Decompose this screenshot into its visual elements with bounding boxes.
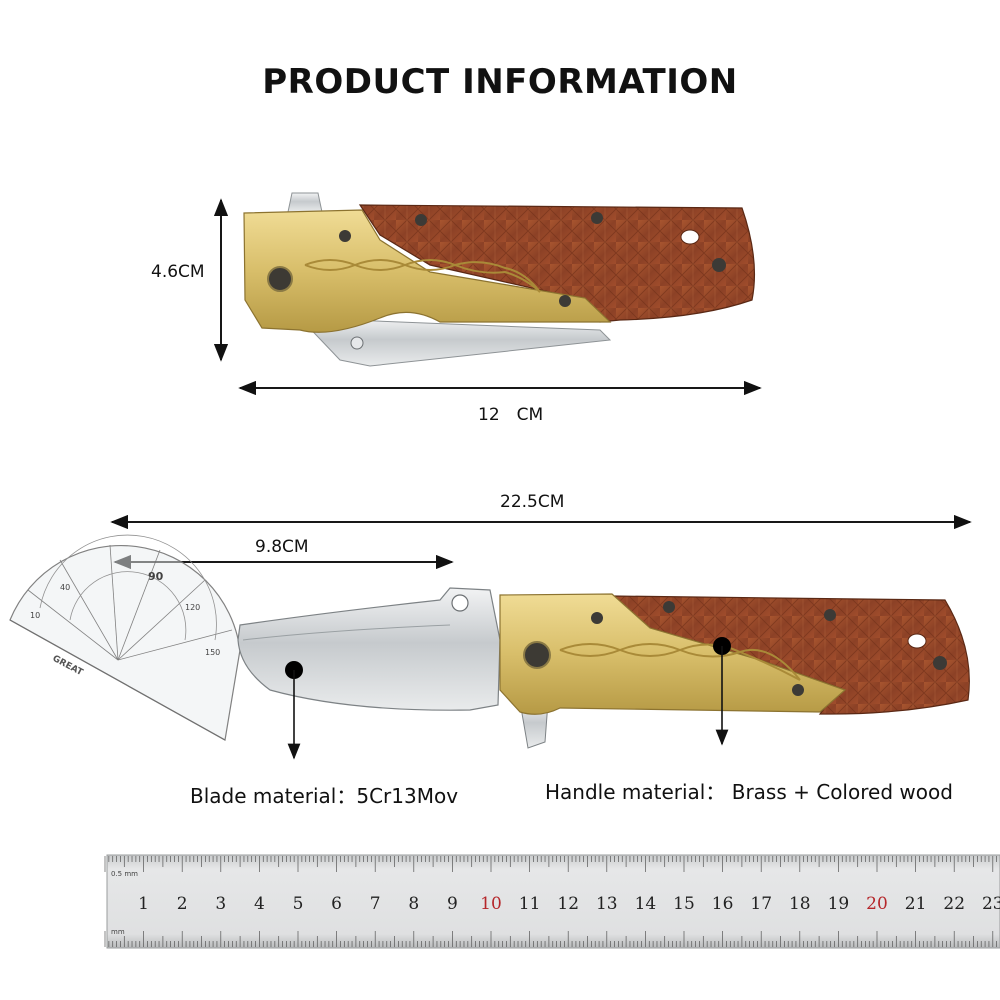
svg-text:90: 90: [148, 570, 164, 583]
ruler-number: 11: [519, 894, 541, 914]
ruler-number: 18: [789, 894, 811, 914]
closed-knife: [243, 192, 756, 367]
handle-material-caption: Handle material： Brass + Colored wood: [545, 780, 953, 804]
ruler-number: 14: [635, 894, 657, 914]
ruler-unit-top: 0.5 mm: [111, 870, 138, 878]
blade-length-label: 9.8CM: [255, 537, 309, 557]
ruler-number: 2: [177, 894, 188, 914]
ruler-number: 9: [447, 894, 458, 914]
ruler-number: 19: [828, 894, 850, 914]
ruler-ticks: [104, 856, 998, 947]
ruler-number: 23: [982, 894, 1000, 914]
ruler-number: 10: [480, 894, 502, 914]
protractor: 90 120 150 40 10: [9, 534, 241, 741]
closed-length-label: 12 CM: [478, 405, 544, 425]
ruler-number: 17: [750, 894, 772, 914]
ruler-number: 5: [293, 894, 304, 914]
ruler-number: 15: [673, 894, 695, 914]
blade-material-caption: Blade material：5Cr13Mov: [190, 784, 459, 808]
blade-callout-pointer: [285, 661, 303, 760]
ruler-number: 7: [370, 894, 381, 914]
ruler-number: 8: [408, 894, 419, 914]
ruler-number: 1: [138, 894, 149, 914]
handle-callout-pointer: [713, 637, 731, 746]
svg-text:10: 10: [30, 611, 40, 620]
svg-text:40: 40: [60, 583, 70, 592]
open-knife: [237, 587, 970, 749]
ruler-number: 4: [254, 894, 265, 914]
svg-text:150: 150: [205, 648, 220, 657]
ruler-number: 16: [712, 894, 734, 914]
svg-text:120: 120: [185, 603, 200, 612]
ruler-number: 3: [215, 894, 226, 914]
closed-height-label: 4.6CM: [151, 262, 205, 282]
open-total-length-label: 22.5CM: [500, 492, 565, 512]
ruler-number: 12: [557, 894, 579, 914]
ruler-number: 13: [596, 894, 618, 914]
ruler-unit-bottom: mm: [111, 928, 125, 936]
ruler-number: 20: [866, 894, 888, 914]
ruler-number: 6: [331, 894, 342, 914]
ruler-number: 22: [943, 894, 965, 914]
page-title: PRODUCT INFORMATION: [262, 62, 738, 102]
ruler-number: 21: [905, 894, 927, 914]
